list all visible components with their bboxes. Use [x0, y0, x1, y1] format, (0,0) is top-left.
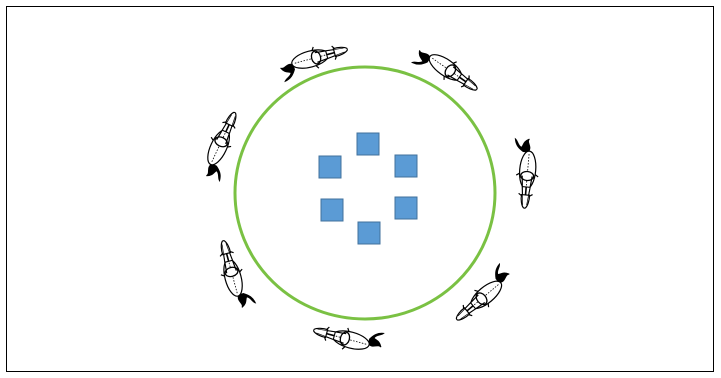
- horse-and-rider-icon-4: [446, 262, 518, 329]
- marker-square-5: [394, 196, 418, 220]
- horse-and-rider-icon-1: [276, 37, 353, 83]
- marker-square-2: [318, 155, 342, 179]
- marker-square-1: [356, 132, 380, 156]
- markers-group: [318, 132, 418, 245]
- marker-square-4: [320, 198, 344, 222]
- horses-group: [194, 37, 543, 360]
- horse-and-rider-icon-7: [194, 107, 250, 183]
- horse-and-rider-icon-2: [410, 39, 484, 103]
- arena-ring: [233, 65, 497, 321]
- marker-square-6: [357, 221, 381, 245]
- horse-and-rider-icon-3: [508, 137, 543, 211]
- horse-and-rider-icon-5: [310, 314, 386, 360]
- marker-square-3: [394, 154, 418, 178]
